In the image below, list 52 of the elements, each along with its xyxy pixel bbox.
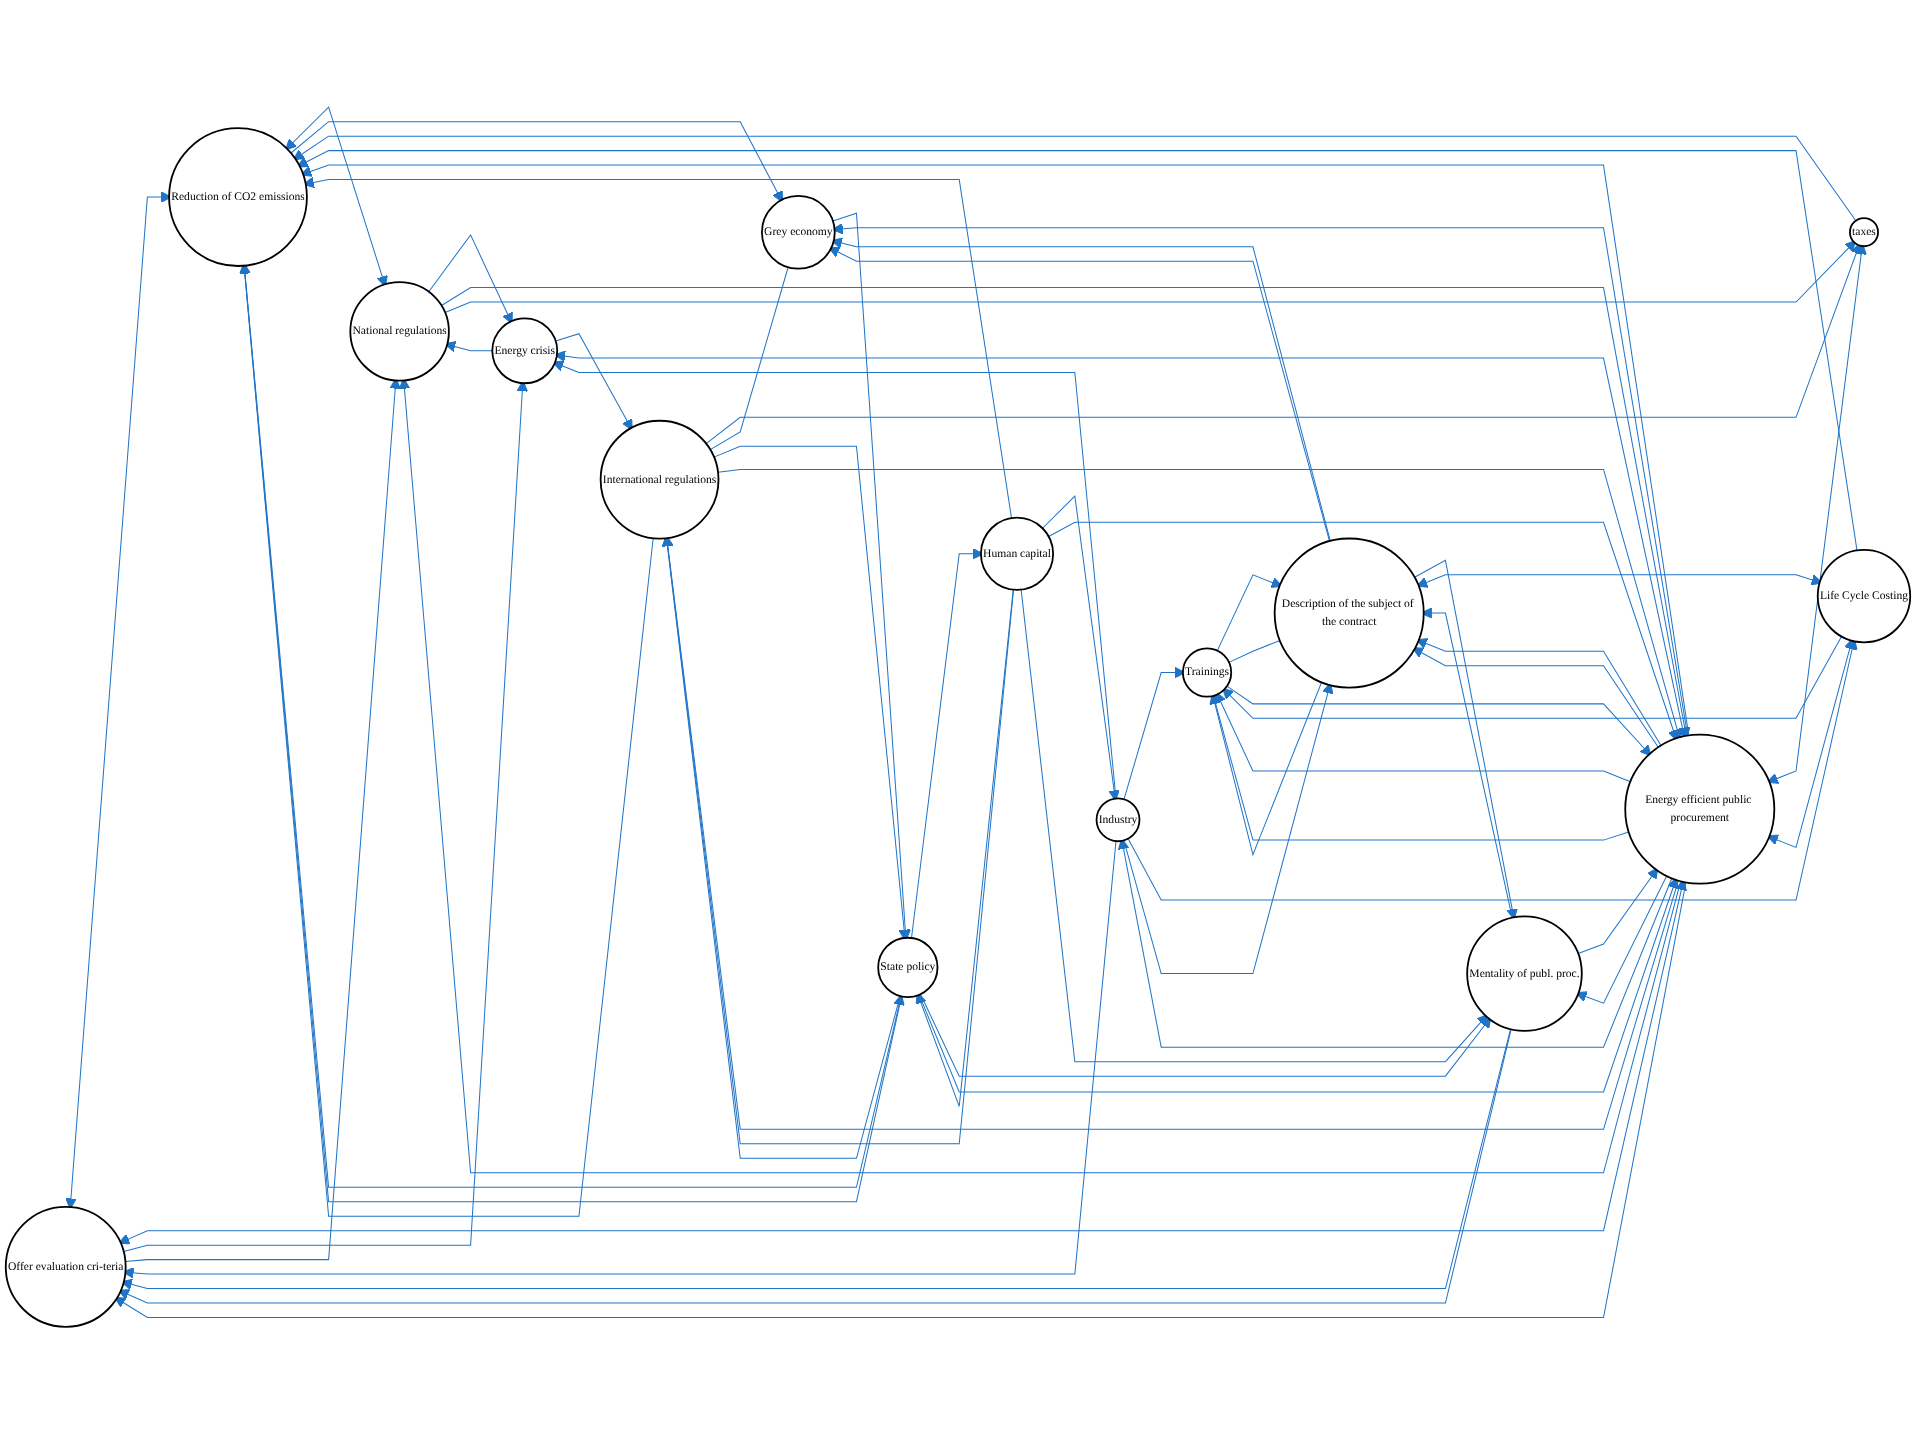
arrow <box>920 993 1492 1077</box>
connector <box>709 266 789 451</box>
arrow <box>717 468 1683 741</box>
arrow <box>122 840 1117 1279</box>
arrow <box>441 287 1691 739</box>
arrow <box>239 262 654 1217</box>
arrow <box>554 350 1689 739</box>
arrow <box>114 881 1687 1319</box>
arrow <box>555 333 633 431</box>
arrow <box>1042 494 1120 802</box>
arrow <box>300 164 1690 736</box>
arrow <box>302 176 1013 519</box>
arrow <box>285 106 388 288</box>
arrow <box>1127 638 1858 901</box>
arrow <box>918 877 1679 1093</box>
arrow <box>705 242 1862 445</box>
arrow <box>1575 875 1668 1004</box>
arrow <box>296 150 1858 551</box>
connector <box>1228 640 1281 663</box>
arrow <box>915 589 1014 1107</box>
arrow <box>1766 637 1856 849</box>
arrow <box>444 341 493 353</box>
arrow <box>1117 838 1673 1048</box>
arrow <box>398 377 1682 1174</box>
arrow <box>831 223 1689 737</box>
arrow <box>123 380 529 1252</box>
arrow <box>118 879 1687 1245</box>
arrow <box>662 535 1679 1130</box>
arrow <box>1226 685 1652 757</box>
arrow <box>65 191 172 1210</box>
arrow <box>1123 682 1334 975</box>
arrow <box>1577 867 1659 955</box>
arrow <box>1215 691 1631 783</box>
arrow <box>1414 559 1518 921</box>
arrow <box>1216 574 1283 652</box>
arrow <box>1210 693 1630 841</box>
arrow <box>1766 243 1867 784</box>
arrow <box>1020 589 1489 1063</box>
arrow <box>428 233 513 324</box>
arrow <box>1416 574 1823 588</box>
arrow <box>290 121 783 203</box>
arrow <box>1123 666 1186 800</box>
arrow <box>124 377 401 1263</box>
arrow <box>832 212 911 941</box>
arrow <box>661 535 901 1159</box>
arrow <box>1048 521 1679 742</box>
arrow <box>1209 681 1323 857</box>
arrow <box>1222 635 1843 719</box>
arrow <box>444 240 1857 314</box>
arrow <box>911 548 984 939</box>
arrow <box>292 135 1857 222</box>
arrow <box>713 445 910 941</box>
